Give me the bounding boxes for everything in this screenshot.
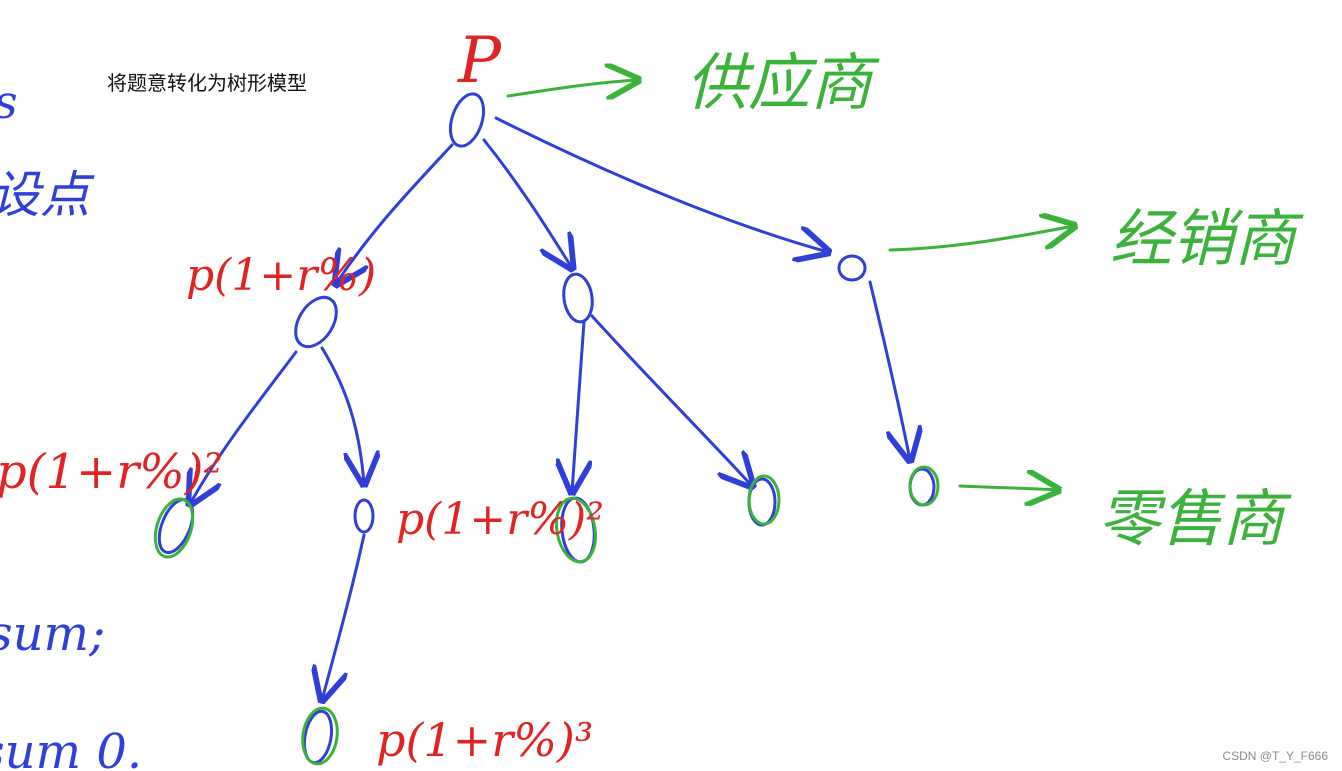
edge-root-to-right: [494, 116, 828, 252]
left-fragment-d: sum 0.: [0, 724, 142, 771]
edge-left-to-leaf1: [190, 350, 298, 504]
root-price-label: P: [457, 24, 502, 98]
arrow-to-supplier: [506, 80, 638, 96]
edge-middle-to-leaf3: [590, 314, 752, 486]
left-fragment-c: sum;: [0, 606, 105, 662]
edge-root-to-left: [336, 143, 454, 284]
leaf-node-4: [908, 465, 940, 507]
edge-middle-to-leaf2: [572, 320, 584, 492]
edge-right-to-leaf4: [868, 280, 910, 460]
node-level2-middle: [353, 498, 375, 534]
node-level1-left: [294, 295, 338, 349]
role-supplier-label: 供应商: [686, 46, 880, 119]
leaf-node-5: [301, 706, 339, 766]
leaf-node-3: [747, 474, 781, 527]
edge-left-to-node: [320, 346, 364, 484]
price-label-level3: p(1+r%)³: [376, 713, 593, 767]
role-retailer-label: 零售商: [1098, 482, 1292, 555]
role-distributor-label: 经销商: [1110, 202, 1304, 275]
edge-node-to-leaf5: [322, 533, 366, 700]
arrow-to-retailer: [958, 486, 1058, 490]
watermark: CSDN @T_Y_F666: [1222, 749, 1328, 763]
node-level1-middle: [562, 272, 594, 324]
page-title: 将题意转化为树形模型: [107, 71, 307, 95]
price-label-level2-middle: p(1+r%)²: [396, 494, 604, 545]
price-label-level2-left: p(1+r%)²: [0, 444, 223, 500]
leaf-node-2: [554, 496, 598, 564]
node-level1-right: [837, 254, 867, 282]
left-fragment-a: s: [0, 75, 18, 129]
root-node: [448, 92, 486, 148]
left-fragment-b: 设点: [0, 166, 95, 224]
leaf-node-1: [153, 497, 195, 559]
arrow-to-distributor: [888, 226, 1074, 252]
edge-root-to-middle: [482, 138, 572, 268]
price-label-level1: p(1+r%): [186, 250, 376, 301]
